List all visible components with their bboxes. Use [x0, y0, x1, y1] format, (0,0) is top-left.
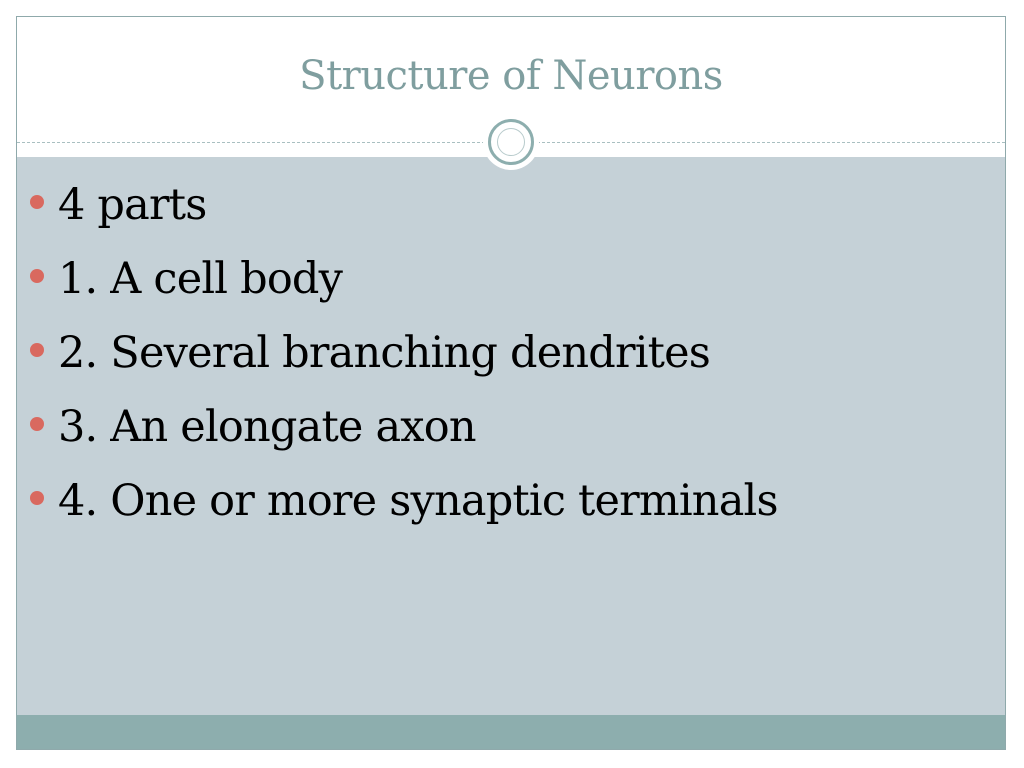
ring-ornament-icon	[483, 114, 539, 170]
bullet-text: 4 parts	[58, 180, 207, 230]
circle-bullet-icon	[30, 417, 44, 431]
bullet-item: 4 parts	[30, 168, 778, 242]
footer-band	[17, 715, 1005, 749]
slide-title: Structure of Neurons	[299, 53, 723, 99]
slide: Structure of Neurons	[16, 16, 1006, 750]
bullet-text: 4. One or more synaptic terminals	[58, 476, 779, 526]
bullet-item: 4. One or more synaptic terminals	[30, 464, 779, 538]
ornament-inner-ring	[497, 128, 525, 156]
circle-bullet-icon	[30, 343, 44, 357]
circle-bullet-icon	[30, 491, 44, 505]
ornament-ring	[488, 119, 534, 165]
content-area	[17, 157, 1005, 717]
bullet-text: 2. Several branching dendrites	[58, 328, 711, 378]
bullet-item: 3. An elongate axon	[30, 390, 778, 464]
circle-bullet-icon	[30, 195, 44, 209]
bullet-text: 1. A cell body	[58, 254, 343, 304]
bullet-text: 3. An elongate axon	[58, 402, 477, 452]
bullet-item: 1. A cell body	[30, 242, 778, 316]
bullet-list: 4 parts 1. A cell body 2. Several branch…	[30, 168, 779, 538]
circle-bullet-icon	[30, 269, 44, 283]
bullet-item: 2. Several branching dendrites	[30, 316, 778, 390]
